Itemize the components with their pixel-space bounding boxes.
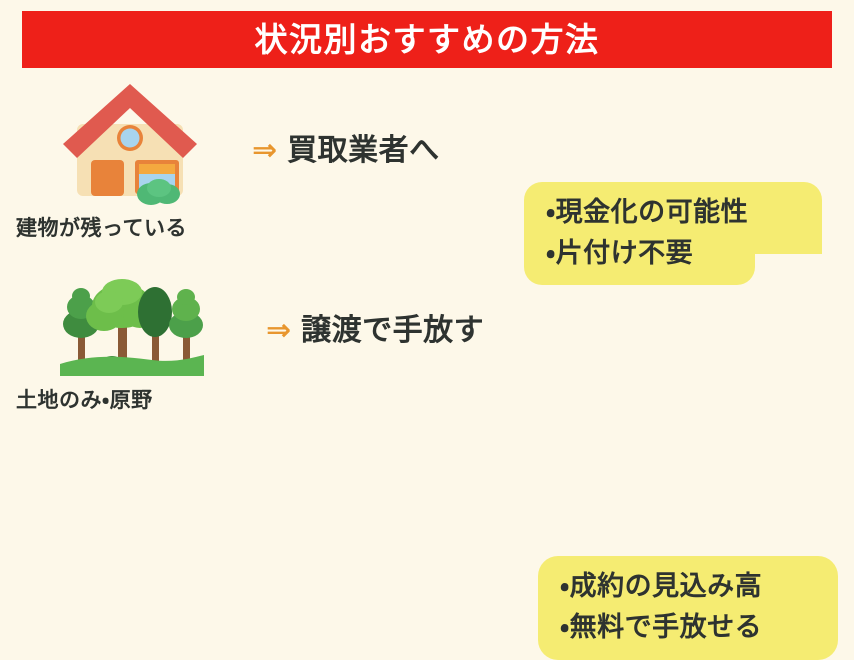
building-illustration-column: 建物が残っている [0,80,250,250]
title-banner: 状況別おすすめの方法 [22,11,832,68]
land-action: ⇒ 譲渡で手放す [266,316,484,346]
benefits-box-shape-joint [524,234,644,264]
building-benefit-item: ・現金化の可能性 [546,197,749,228]
land-action-label: 譲渡で手放す [301,313,485,348]
building-caption: 建物が残っている [16,216,187,240]
building-benefit-item: ・片付け不要 [546,238,694,269]
infographic-canvas: 状況別おすすめの方法 [0,11,854,660]
land-caption: 土地のみ・原野 [16,388,153,412]
building-benefits-box: ・現金化の可能性 ・片付け不要 [524,182,822,285]
page-title: 状況別おすすめの方法 [254,20,600,59]
building-action-label: 買取業者へ [287,133,440,168]
building-action: ⇒ 買取業者へ [252,136,440,166]
house-icon [55,82,205,207]
row-building: 建物が残っている ⇒ 買取業者へ ・現金化の可能性 ・片付け不要 [0,80,854,285]
double-arrow-right-icon: ⇒ [266,313,292,348]
land-benefit-item: ・無料で手放せる [560,612,763,643]
double-arrow-right-icon: ⇒ [252,133,278,168]
land-illustration-column: 土地のみ・原野 [0,268,250,436]
trees-icon [52,276,212,381]
land-benefits-box: ・成約の見込み高 ・無料で手放せる [538,556,838,660]
row-land: 土地のみ・原野 ⇒ 譲渡で手放す ・成約の見込み高 ・無料で手放せる [0,268,854,660]
land-benefit-item: ・成約の見込み高 [560,571,763,602]
